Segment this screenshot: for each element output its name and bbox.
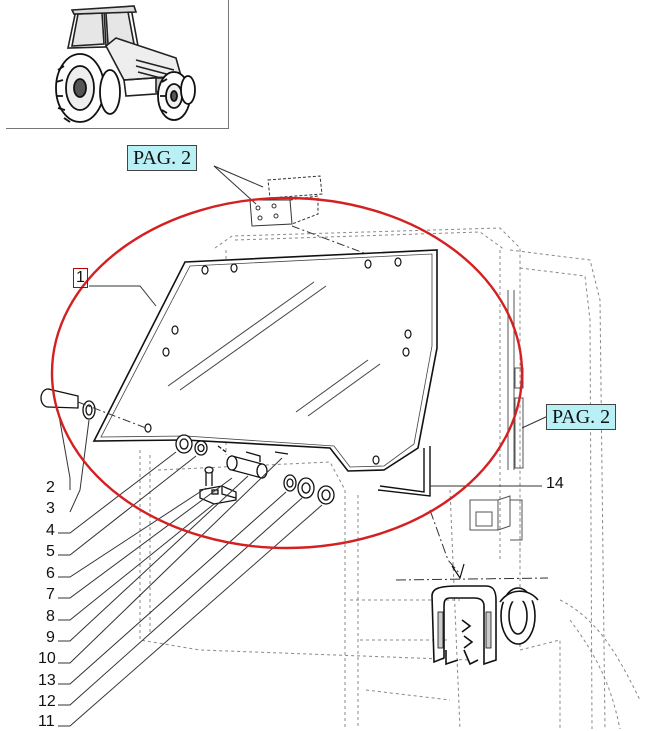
callout-7: 7 — [46, 586, 55, 603]
tractor-icon — [55, 5, 196, 123]
callout-9: 9 — [46, 629, 55, 646]
pin-and-washer — [40, 388, 96, 420]
callout-13: 13 — [38, 672, 56, 689]
callout-14: 14 — [546, 475, 564, 492]
highlight-ellipse — [50, 196, 524, 550]
callout-4: 4 — [46, 522, 55, 539]
page-reference-right: PAG. 2 — [546, 404, 617, 430]
callout-6: 6 — [46, 565, 55, 582]
callout-12: 12 — [38, 693, 56, 710]
callout-3: 3 — [46, 500, 55, 517]
callout-8: 8 — [46, 608, 55, 625]
rear-window-glass — [92, 249, 438, 472]
upper-hinge-bracket — [249, 175, 323, 227]
tractor-inset-frame — [6, 0, 229, 129]
callout-10: 10 — [38, 650, 56, 667]
page-reference-top: PAG. 2 — [127, 145, 198, 171]
lower-hinge-hardware — [175, 434, 335, 505]
callout-5: 5 — [46, 543, 55, 560]
callout-1: 1 — [73, 268, 88, 288]
callout-2: 2 — [46, 479, 55, 496]
seal-section-icon — [395, 509, 549, 666]
callout-11: 11 — [38, 713, 55, 730]
seal-strip — [377, 446, 431, 497]
callout-leaders — [57, 285, 549, 727]
